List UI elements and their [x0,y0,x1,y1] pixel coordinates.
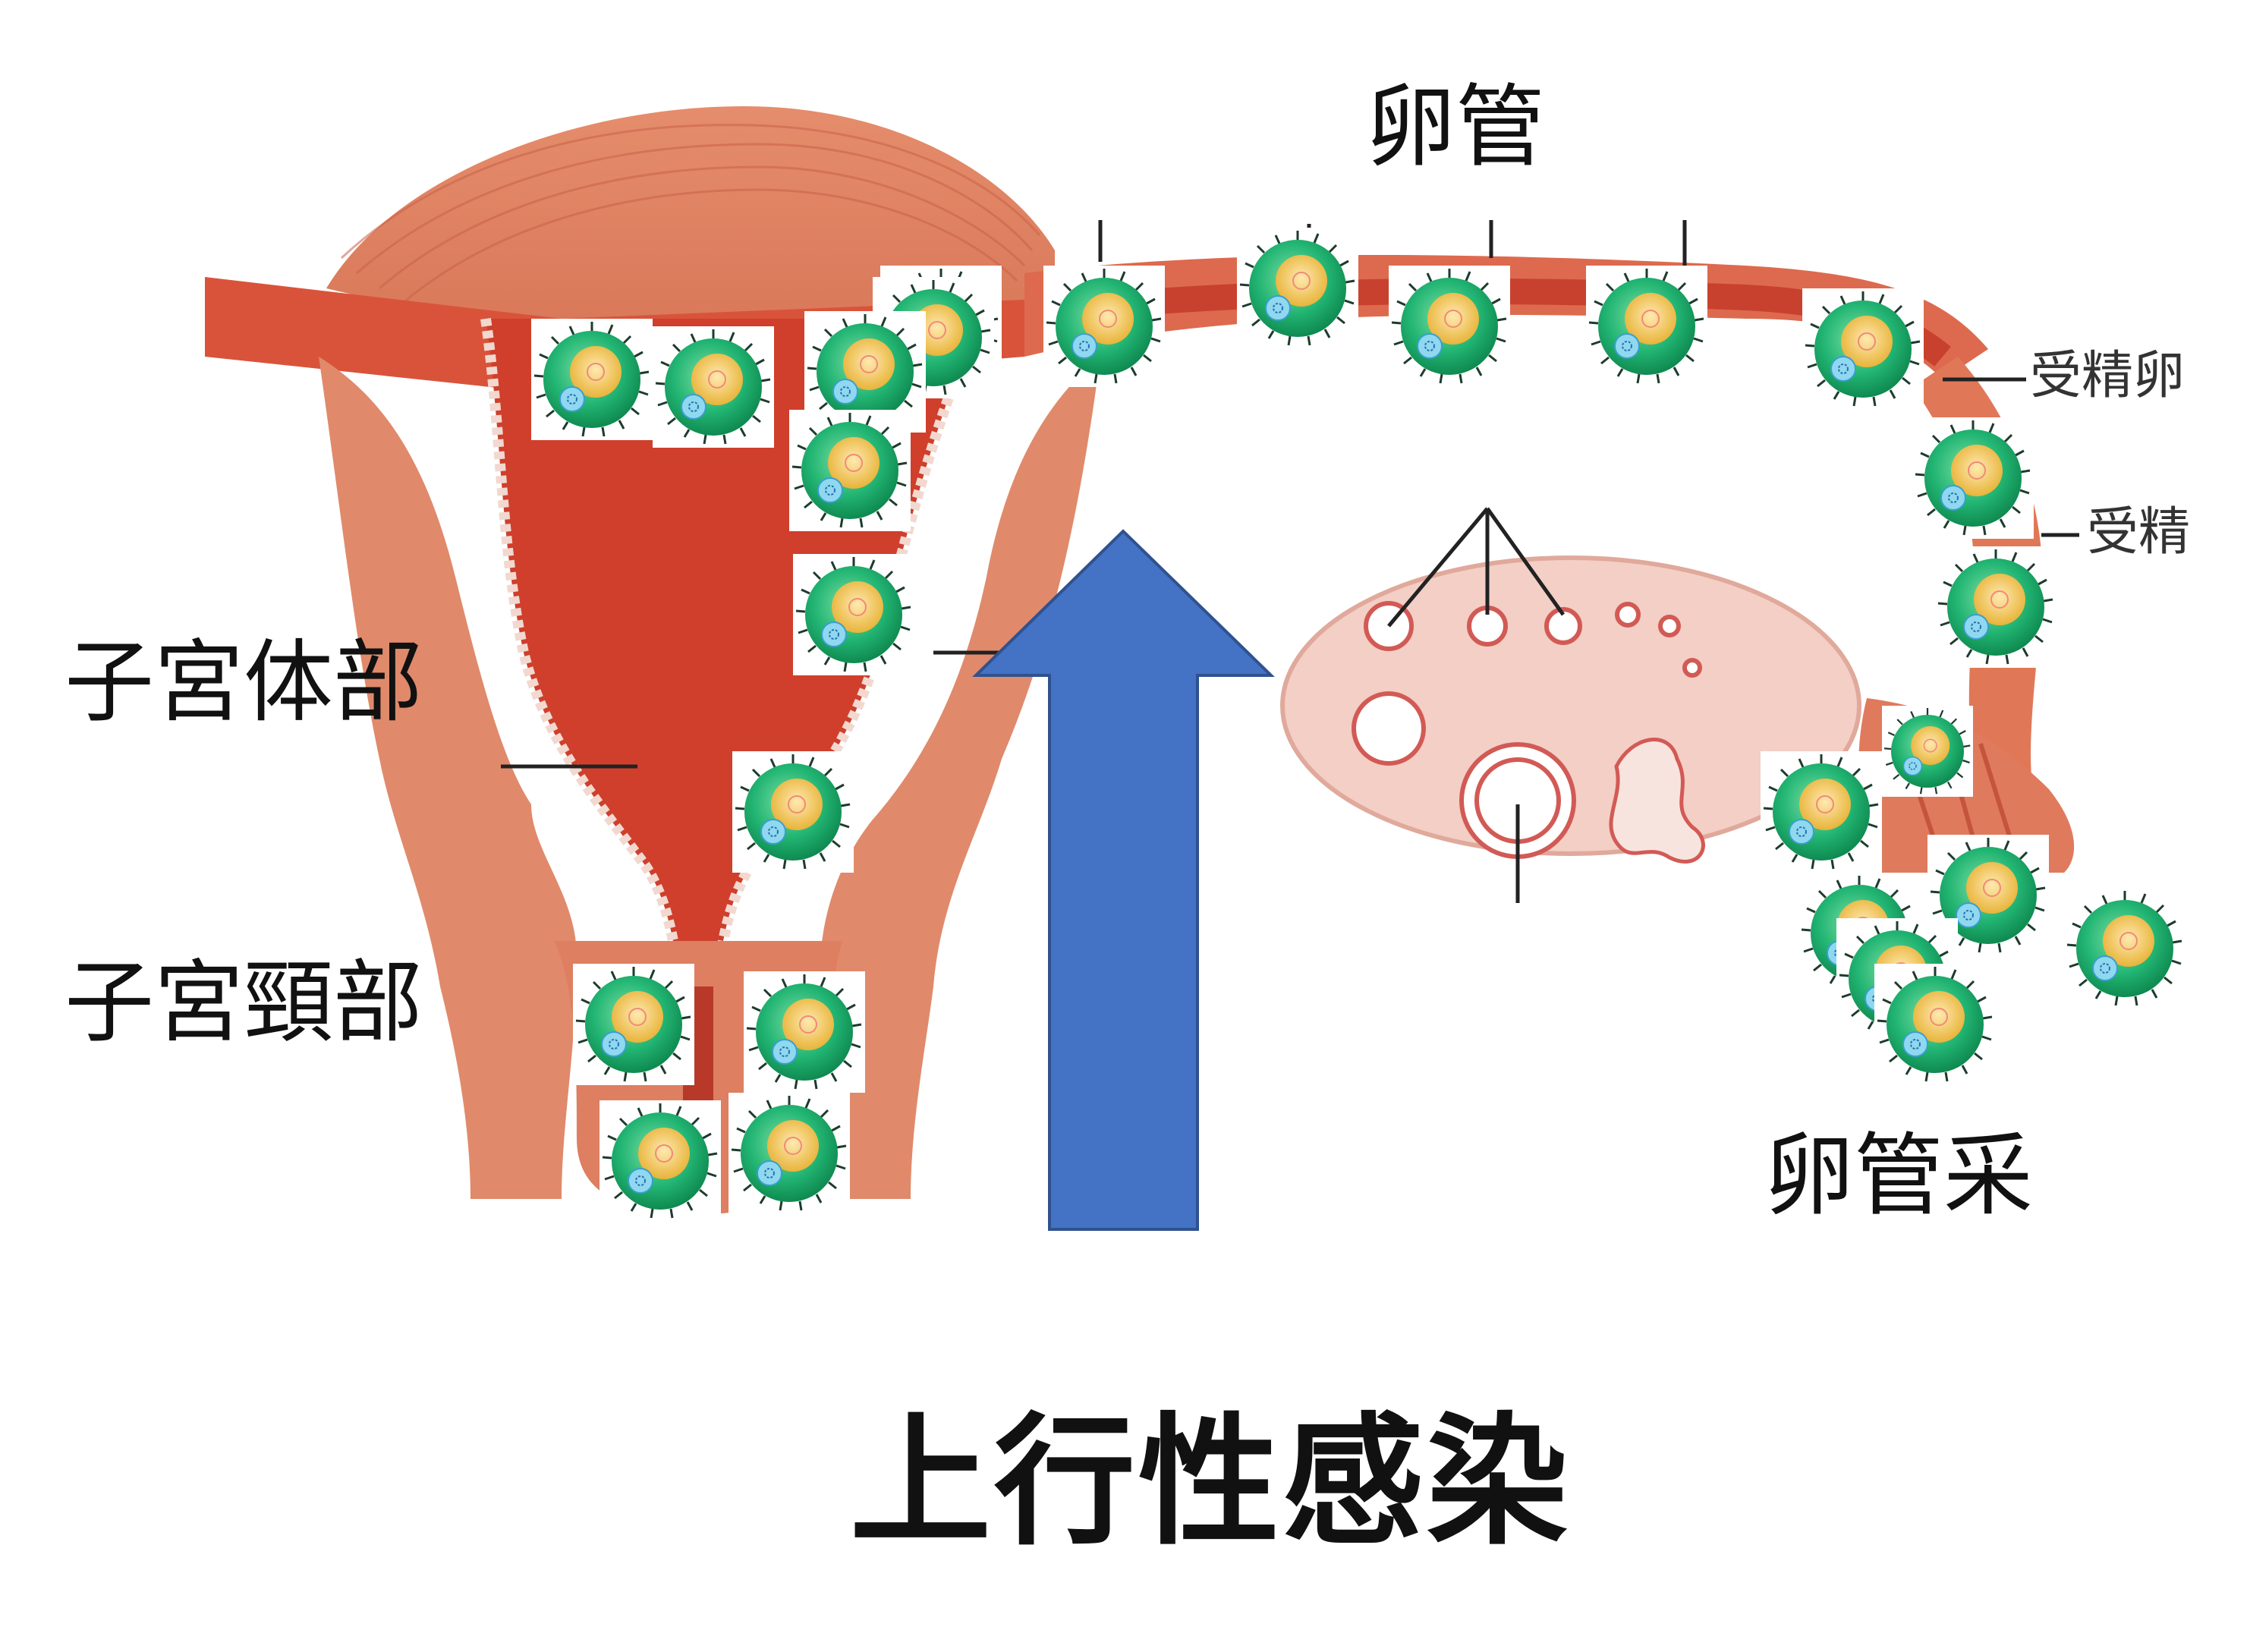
bacterium-icon [789,410,911,531]
bacterium-icon [1882,706,1973,797]
label-oviduct: 卵管 [1366,74,1546,179]
bacterium-icon [573,964,694,1085]
bacterium-icon [1043,266,1165,387]
bacterium-icon [1586,266,1707,387]
page-title: 上行性感染 [850,1399,1572,1564]
bacterium-icon [1761,751,1882,873]
ovary [1280,555,1861,856]
bacterium-icon [1802,288,1924,410]
bacterium-icon [793,554,914,675]
pointer-lines [501,220,2079,903]
bacterium-icon [732,751,854,873]
up-arrow-icon [972,529,1275,1231]
label-fertilized-egg: 受精卵 [2030,346,2185,406]
bacterium-icon [1935,546,2056,668]
ovary-follicles [1352,601,1702,859]
bacterium-icon [1237,228,1358,349]
corpus-luteum [1609,738,1705,864]
label-cervix: 子宮頸部 [65,950,423,1055]
bacterium-icon [653,326,774,448]
label-fimbriae: 卵管采 [1764,1123,2034,1228]
bacterium-icon [1912,417,2034,539]
bacterium-icon [599,1100,721,1222]
bacterium-icon [744,971,865,1093]
label-fertilization: 受精 [2087,502,2191,562]
bacterium-icon [2064,888,2185,1009]
muscle-fibers [340,124,1041,305]
bacterium-icon [1389,266,1510,387]
uterus-wall-right [820,357,1100,1199]
bacterium-icon [728,1093,850,1214]
uterus-wall-left [319,357,577,1199]
bacterium-icon [531,319,653,440]
bacterium-icon [1874,964,1996,1085]
label-uterine-body: 子宮体部 [65,630,423,735]
